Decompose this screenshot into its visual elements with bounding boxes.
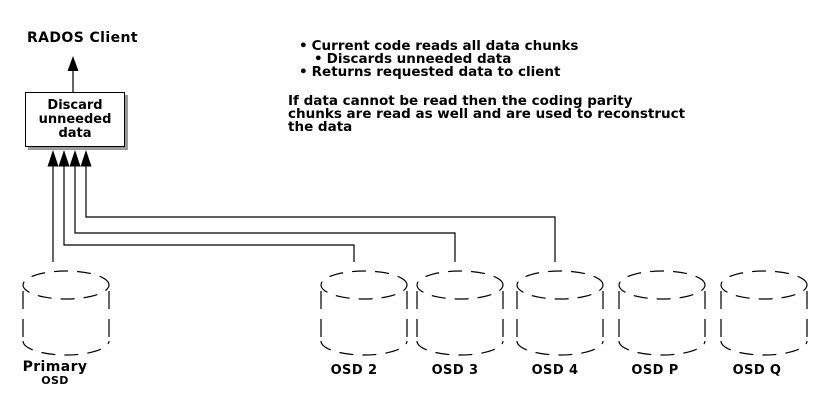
paragraph-line: the data [288, 119, 353, 136]
label-osd4: OSD 4 [531, 363, 579, 378]
cylinder-osd4 [516, 270, 604, 356]
bullet-text: Discards unneeded data [326, 51, 512, 68]
label-osd2: OSD 2 [330, 363, 378, 378]
arrowhead-up-4 [80, 150, 92, 167]
bullet-item: • Returns requested data to client [299, 64, 578, 81]
cylinder-osd3 [416, 270, 504, 356]
cylinder-osd-q [720, 270, 808, 356]
cylinder-osd2 [320, 270, 408, 356]
bullet-text: Current code reads all data chunks [311, 38, 579, 54]
edge-osd3 [74, 165, 456, 262]
arrowhead-up-2 [58, 150, 70, 167]
label-primary-osd-sub: OSD [41, 374, 69, 387]
arrowhead-up-client [67, 56, 79, 71]
paragraph-line: If data cannot be read then the coding p… [288, 93, 633, 109]
discard-box: Discard unneeded data [25, 92, 125, 147]
arrowheads-into-box [47, 150, 92, 167]
discard-box-line: data [58, 125, 92, 141]
parity-explanation-paragraph: If data cannot be read then the coding p… [288, 93, 686, 136]
cylinder-primary-osd [22, 270, 110, 356]
bullet-text: Returns requested data to client [311, 64, 561, 81]
cylinder-osd-p [618, 270, 706, 356]
label-primary-osd: Primary [22, 359, 88, 375]
bullet-icon: • [314, 51, 323, 68]
notes-bullet-list: • Current code reads all data chunks • D… [299, 38, 579, 81]
paragraph-line: chunks are read as well and are used to … [288, 106, 686, 123]
rados-client-label: RADOS Client [27, 30, 138, 46]
label-osd-q: OSD Q [732, 363, 782, 378]
bullet-icon: • [299, 38, 308, 54]
edge-osd2 [63, 165, 355, 262]
bullet-item: • Discards unneeded data [314, 51, 578, 68]
edge-box-to-client [67, 56, 79, 92]
discard-box-line: Discard [47, 97, 103, 113]
bullet-item: • Current code reads all data chunks [299, 38, 579, 54]
label-osd3: OSD 3 [431, 363, 479, 378]
discard-box-line: unneeded [38, 111, 112, 127]
label-osd-p: OSD P [631, 363, 679, 378]
arrowhead-up-1 [47, 150, 59, 167]
edge-osd4 [85, 165, 556, 262]
bullet-icon: • [299, 64, 308, 81]
arrowhead-up-3 [69, 150, 81, 167]
